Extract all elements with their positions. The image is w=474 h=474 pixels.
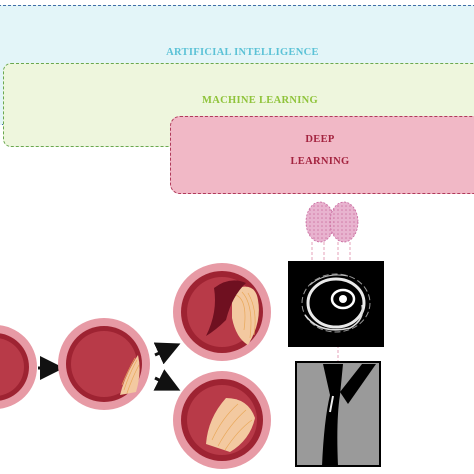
arrow-icon	[153, 369, 181, 391]
ai-label: ARTIFICIAL INTELLIGENCE	[166, 47, 319, 58]
connector-lines	[311, 242, 351, 362]
vessel-stable-plaque	[173, 371, 271, 469]
brain-icon	[305, 201, 359, 243]
vessel-ruptured-plaque	[173, 263, 271, 361]
arrow-icon	[153, 342, 181, 365]
ml-label: MACHINE LEARNING	[202, 95, 318, 106]
ivus-image	[288, 261, 384, 347]
angiogram-image	[295, 361, 381, 467]
dl-label-line1: DEEP	[305, 134, 335, 145]
dl-label-line2: LEARNING	[290, 156, 350, 167]
dl-layer-box	[170, 116, 474, 194]
vessel-early-plaque	[58, 318, 150, 410]
vessel-healthy	[0, 325, 37, 409]
